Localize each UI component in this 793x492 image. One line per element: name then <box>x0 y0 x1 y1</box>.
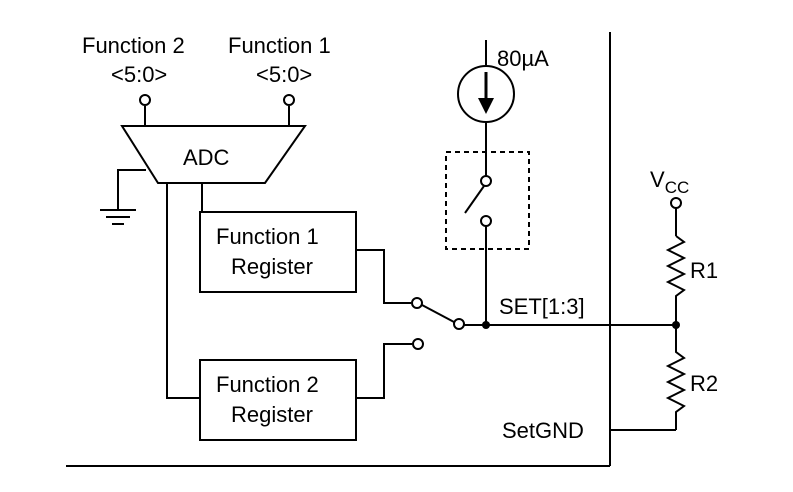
adc-block <box>120 125 307 184</box>
function2-input-label: Function 2 <box>82 33 185 58</box>
function1-register-label-line1: Function 1 <box>216 224 319 249</box>
r1-label: R1 <box>690 258 718 283</box>
function2-register-label-line2: Register <box>231 402 313 427</box>
function1-input-label: Function 1 <box>228 33 331 58</box>
reg2-output-wire <box>356 343 412 399</box>
vcc-label: VCC <box>650 167 689 197</box>
r2-label: R2 <box>690 371 718 396</box>
adc-label: ADC <box>183 145 230 170</box>
selector-contact-1 <box>411 297 423 309</box>
function1-register <box>199 211 357 293</box>
function1-input-pin <box>283 94 295 106</box>
resistor-r2 <box>665 325 687 430</box>
function1-register-label-line2: Register <box>231 254 313 279</box>
enable-switch-top-contact <box>480 175 492 187</box>
selector-contact-2 <box>412 338 424 350</box>
reg1-output-wire <box>356 249 411 304</box>
switch-enclosure <box>445 151 530 250</box>
selector-switch-arm <box>421 304 455 323</box>
function1-bits-label: <5:0> <box>256 62 312 87</box>
function2-register-label-line1: Function 2 <box>216 372 319 397</box>
set-pin-label: SET[1:3] <box>499 294 585 319</box>
resistor-r1 <box>665 235 687 325</box>
vcc-pin <box>670 197 682 209</box>
setgnd-pin-label: SetGND <box>502 418 584 443</box>
current-value-label: 80µA <box>497 46 549 71</box>
function2-input-pin <box>139 94 151 106</box>
current-source-arrow-icon <box>478 98 494 114</box>
enable-switch-bottom-contact <box>480 215 492 227</box>
adc-ground-wire <box>117 169 146 210</box>
selector-common-node <box>453 318 465 330</box>
function2-bits-label: <5:0> <box>111 62 167 87</box>
enable-switch-arm <box>464 185 485 214</box>
adc-output-to-reg2 <box>166 183 200 399</box>
function2-register <box>199 359 357 441</box>
